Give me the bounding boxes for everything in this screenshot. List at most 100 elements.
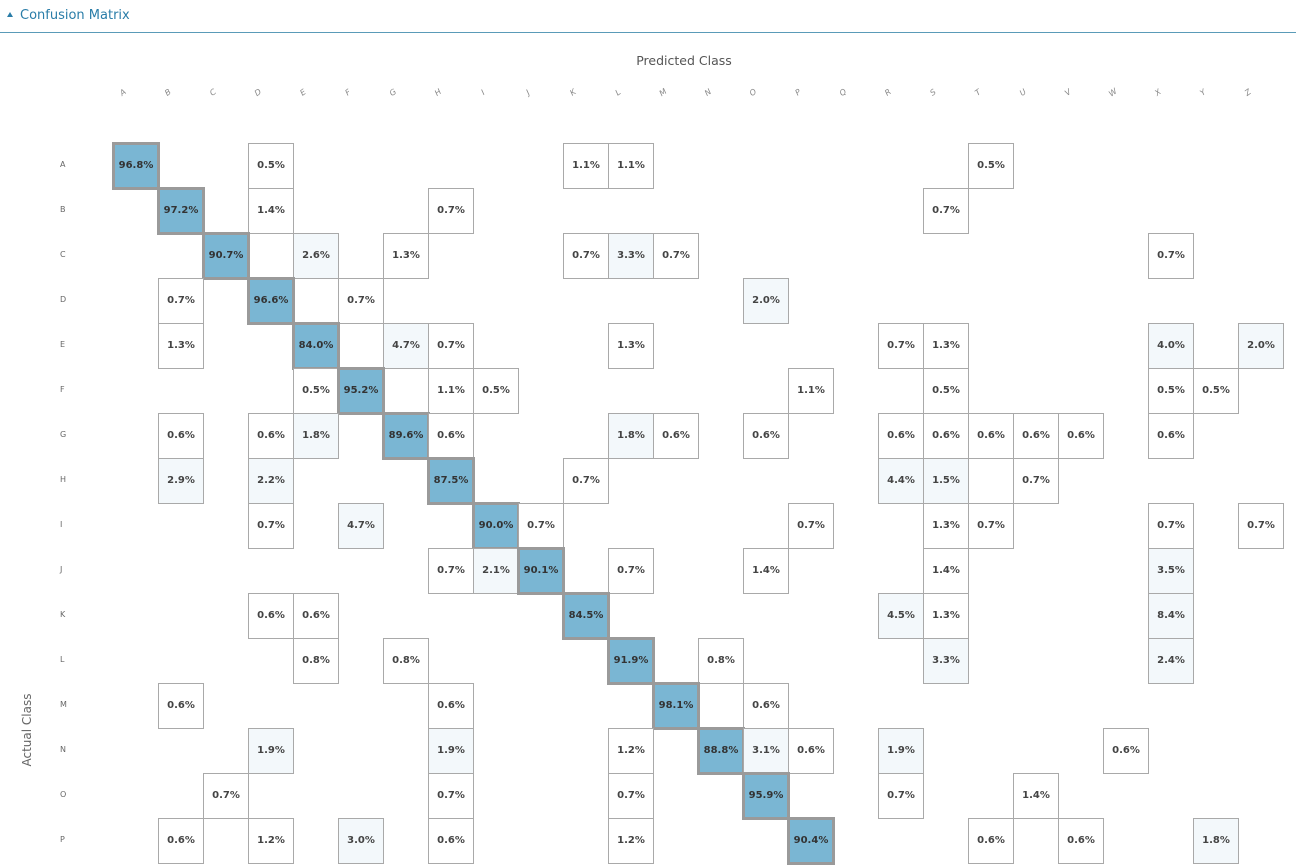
matrix-cell[interactable]: 3.3% [608, 233, 654, 279]
matrix-cell[interactable]: 2.2% [248, 458, 294, 504]
matrix-cell[interactable]: 1.2% [248, 818, 294, 864]
matrix-cell[interactable]: 1.5% [923, 458, 969, 504]
matrix-cell[interactable]: 0.6% [428, 818, 474, 864]
matrix-cell[interactable]: 3.3% [923, 638, 969, 684]
matrix-cell[interactable]: 3.5% [1148, 548, 1194, 594]
matrix-cell[interactable]: 1.3% [923, 503, 969, 549]
matrix-cell[interactable]: 0.6% [428, 683, 474, 729]
diagonal-cell[interactable]: 95.9% [742, 772, 790, 820]
matrix-cell[interactable]: 0.7% [878, 323, 924, 369]
matrix-cell[interactable]: 2.0% [743, 278, 789, 324]
matrix-cell[interactable]: 1.4% [743, 548, 789, 594]
matrix-cell[interactable]: 1.9% [428, 728, 474, 774]
matrix-cell[interactable]: 0.8% [698, 638, 744, 684]
matrix-cell[interactable]: 8.4% [1148, 593, 1194, 639]
matrix-cell[interactable]: 0.6% [743, 413, 789, 459]
matrix-cell[interactable]: 1.4% [923, 548, 969, 594]
matrix-cell[interactable]: 2.9% [158, 458, 204, 504]
matrix-cell[interactable]: 4.5% [878, 593, 924, 639]
matrix-cell[interactable]: 4.7% [338, 503, 384, 549]
matrix-cell[interactable]: 1.2% [608, 818, 654, 864]
matrix-cell[interactable]: 0.7% [248, 503, 294, 549]
matrix-cell[interactable]: 0.6% [1103, 728, 1149, 774]
matrix-cell[interactable]: 0.7% [788, 503, 834, 549]
diagonal-cell[interactable]: 90.4% [787, 817, 835, 865]
matrix-cell[interactable]: 0.5% [248, 143, 294, 189]
matrix-cell[interactable]: 0.7% [1013, 458, 1059, 504]
matrix-cell[interactable]: 4.0% [1148, 323, 1194, 369]
matrix-cell[interactable]: 1.3% [608, 323, 654, 369]
matrix-cell[interactable]: 0.5% [1148, 368, 1194, 414]
matrix-cell[interactable]: 1.2% [608, 728, 654, 774]
matrix-cell[interactable]: 0.7% [428, 188, 474, 234]
matrix-cell[interactable]: 0.7% [563, 233, 609, 279]
matrix-cell[interactable]: 0.6% [1058, 413, 1104, 459]
matrix-cell[interactable]: 0.6% [158, 413, 204, 459]
matrix-cell[interactable]: 0.7% [1148, 233, 1194, 279]
matrix-cell[interactable]: 0.7% [203, 773, 249, 819]
matrix-cell[interactable]: 2.0% [1238, 323, 1284, 369]
matrix-cell[interactable]: 2.1% [473, 548, 519, 594]
matrix-cell[interactable]: 0.7% [428, 323, 474, 369]
diagonal-cell[interactable]: 90.7% [202, 232, 250, 280]
matrix-cell[interactable]: 0.5% [293, 368, 339, 414]
matrix-cell[interactable]: 0.8% [383, 638, 429, 684]
matrix-cell[interactable]: 0.6% [1058, 818, 1104, 864]
diagonal-cell[interactable]: 96.6% [247, 277, 295, 325]
diagonal-cell[interactable]: 91.9% [607, 637, 655, 685]
matrix-cell[interactable]: 0.7% [518, 503, 564, 549]
matrix-cell[interactable]: 2.6% [293, 233, 339, 279]
matrix-cell[interactable]: 0.6% [968, 413, 1014, 459]
diagonal-cell[interactable]: 98.1% [652, 682, 700, 730]
matrix-cell[interactable]: 0.7% [1148, 503, 1194, 549]
matrix-cell[interactable]: 1.3% [158, 323, 204, 369]
matrix-cell[interactable]: 0.6% [248, 413, 294, 459]
matrix-cell[interactable]: 0.6% [653, 413, 699, 459]
matrix-cell[interactable]: 1.4% [1013, 773, 1059, 819]
matrix-cell[interactable]: 0.6% [923, 413, 969, 459]
matrix-cell[interactable]: 0.6% [158, 818, 204, 864]
diagonal-cell[interactable]: 90.0% [472, 502, 520, 550]
matrix-cell[interactable]: 0.6% [743, 683, 789, 729]
matrix-cell[interactable]: 0.6% [1148, 413, 1194, 459]
matrix-cell[interactable]: 0.7% [428, 548, 474, 594]
matrix-cell[interactable]: 1.1% [428, 368, 474, 414]
matrix-cell[interactable]: 0.7% [563, 458, 609, 504]
diagonal-cell[interactable]: 88.8% [697, 727, 745, 775]
section-title[interactable]: Confusion Matrix [20, 8, 130, 23]
matrix-cell[interactable]: 0.5% [968, 143, 1014, 189]
matrix-cell[interactable]: 0.7% [608, 548, 654, 594]
matrix-cell[interactable]: 1.3% [923, 323, 969, 369]
matrix-cell[interactable]: 0.7% [653, 233, 699, 279]
matrix-cell[interactable]: 0.7% [428, 773, 474, 819]
diagonal-cell[interactable]: 96.8% [112, 142, 160, 190]
diagonal-cell[interactable]: 90.1% [517, 547, 565, 595]
matrix-cell[interactable]: 0.6% [788, 728, 834, 774]
diagonal-cell[interactable]: 84.5% [562, 592, 610, 640]
matrix-cell[interactable]: 4.7% [383, 323, 429, 369]
matrix-cell[interactable]: 1.8% [293, 413, 339, 459]
matrix-cell[interactable]: 0.7% [1238, 503, 1284, 549]
matrix-cell[interactable]: 2.4% [1148, 638, 1194, 684]
matrix-cell[interactable]: 1.8% [608, 413, 654, 459]
matrix-cell[interactable]: 1.1% [608, 143, 654, 189]
matrix-cell[interactable]: 1.9% [878, 728, 924, 774]
matrix-cell[interactable]: 0.5% [1193, 368, 1239, 414]
matrix-cell[interactable]: 1.1% [563, 143, 609, 189]
matrix-cell[interactable]: 1.3% [923, 593, 969, 639]
matrix-cell[interactable]: 3.0% [338, 818, 384, 864]
matrix-cell[interactable]: 0.5% [923, 368, 969, 414]
matrix-cell[interactable]: 0.7% [158, 278, 204, 324]
matrix-cell[interactable]: 4.4% [878, 458, 924, 504]
matrix-cell[interactable]: 1.3% [383, 233, 429, 279]
matrix-cell[interactable]: 0.7% [923, 188, 969, 234]
matrix-cell[interactable]: 0.7% [608, 773, 654, 819]
matrix-cell[interactable]: 1.1% [788, 368, 834, 414]
matrix-cell[interactable]: 1.8% [1193, 818, 1239, 864]
matrix-cell[interactable]: 0.5% [473, 368, 519, 414]
matrix-cell[interactable]: 0.6% [1013, 413, 1059, 459]
diagonal-cell[interactable]: 84.0% [292, 322, 340, 370]
matrix-cell[interactable]: 0.6% [428, 413, 474, 459]
diagonal-cell[interactable]: 89.6% [382, 412, 430, 460]
matrix-cell[interactable]: 0.7% [968, 503, 1014, 549]
